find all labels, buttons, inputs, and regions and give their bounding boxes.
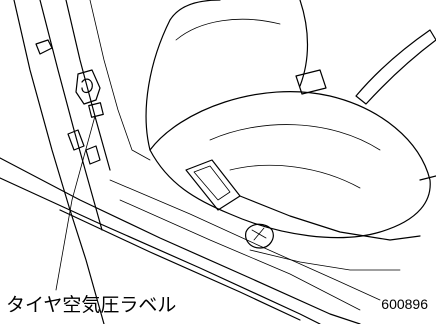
striker-loop: [81, 78, 93, 94]
knob-ridges: [251, 227, 267, 241]
tab-1: [67, 129, 85, 151]
sill-line-5: [119, 199, 361, 311]
seat-back-side: [299, 0, 309, 87]
pillar-inner: [89, 0, 151, 161]
seat-back-outline: [145, 0, 221, 151]
tire-pressure-label-text: タイヤ空気圧ラベル: [6, 294, 177, 316]
seat-adjust-knob: [245, 223, 274, 249]
seat-bottom-trim-2: [249, 249, 401, 271]
sill-line-3: [59, 209, 301, 321]
seat-cushion-outline: [149, 91, 431, 239]
seat-belt-buckle: [295, 69, 327, 95]
seat-back-seam: [175, 18, 281, 41]
sill-line-1: [0, 157, 361, 324]
bracket: [35, 39, 53, 55]
tab-2: [85, 145, 101, 165]
pillar-edge-3: [65, 0, 111, 171]
seat-cushion-seam-2: [229, 164, 361, 189]
seat-cushion-seam: [209, 124, 381, 151]
seat-bottom-trim: [239, 195, 421, 241]
seat-rail: [185, 159, 241, 211]
leader-line: [55, 115, 96, 291]
pillar-left-edge: [13, 0, 105, 324]
door-striker: [75, 69, 101, 105]
seat-rail-inner: [193, 165, 231, 201]
seat-right-edge: [419, 175, 436, 181]
sill-line-4: [109, 179, 381, 301]
sill-line-2: [0, 177, 321, 324]
figure-code: 600896: [381, 296, 428, 312]
tire-pressure-label-marker: [88, 102, 104, 118]
seat-belt: [355, 29, 436, 105]
